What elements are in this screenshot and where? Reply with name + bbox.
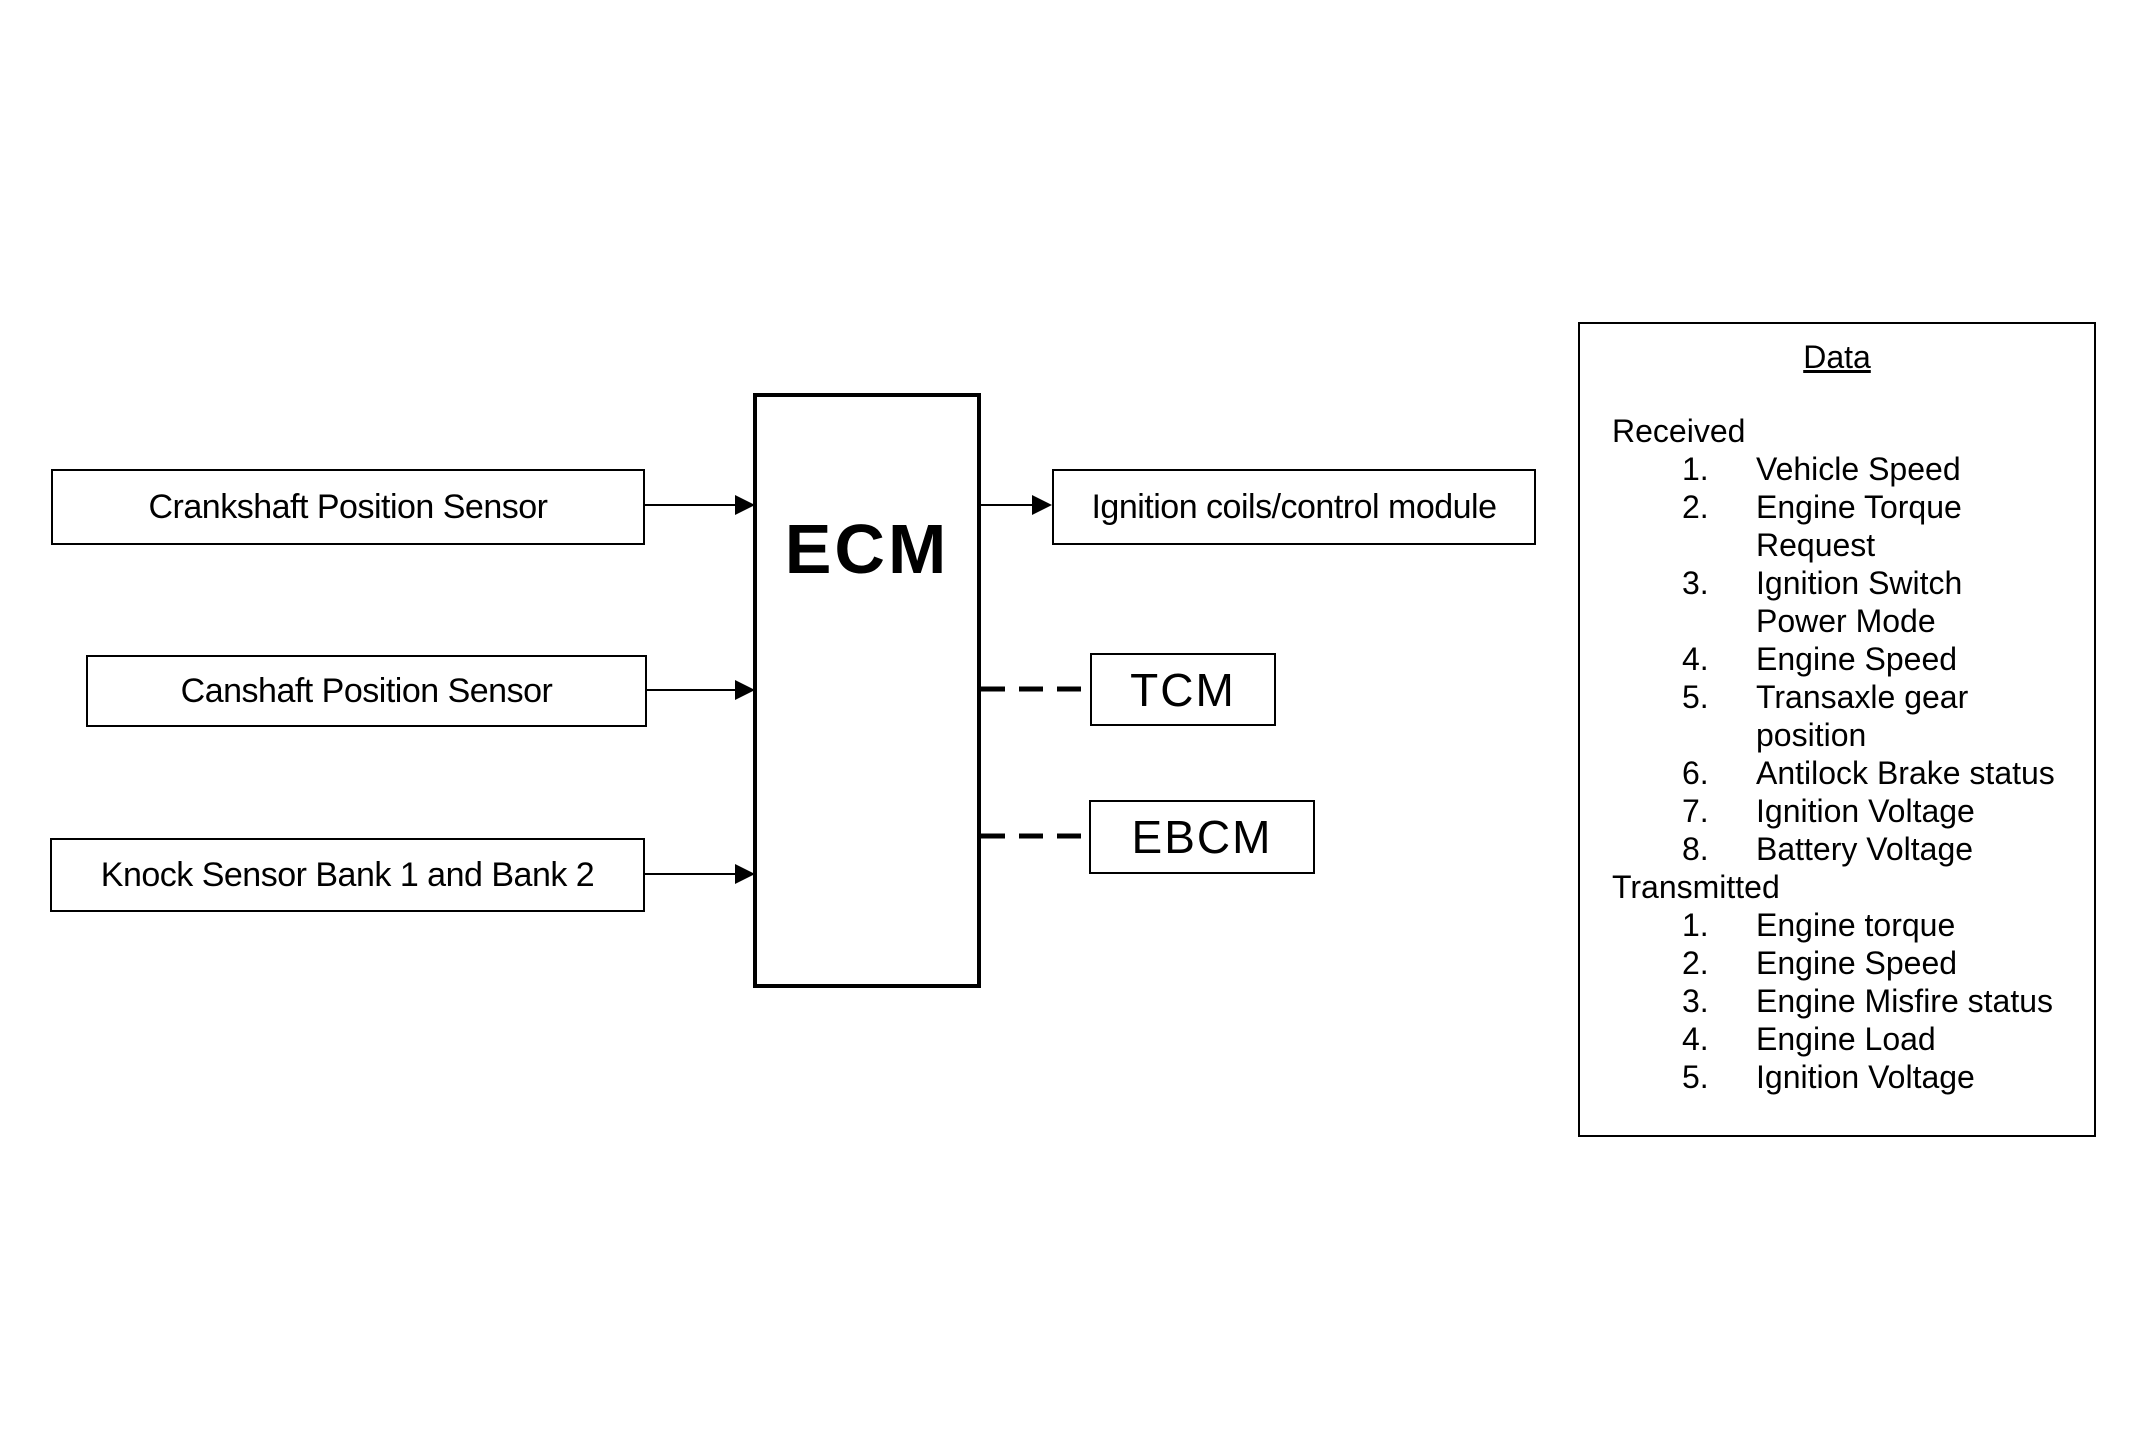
ebcm-label: EBCM bbox=[1131, 811, 1273, 863]
arrow-camshaft-to-ecm bbox=[647, 680, 755, 700]
received-item-number: 7. bbox=[1682, 793, 1709, 829]
received-item-number: 4. bbox=[1682, 641, 1709, 677]
transmitted-heading: Transmitted bbox=[1612, 869, 1780, 905]
transmitted-item-text: Engine Misfire status bbox=[1756, 983, 2054, 1019]
received-item-text: Ignition Switch Power Mode bbox=[1756, 565, 1963, 639]
received-heading: Received bbox=[1612, 413, 1746, 449]
camshaft-sensor-label: Canshaft Position Sensor bbox=[180, 671, 553, 710]
ecm-label: ECM bbox=[784, 510, 950, 588]
received-item-number: 1. bbox=[1682, 451, 1709, 487]
received-item-number: 2. bbox=[1682, 489, 1709, 525]
transmitted-item-number: 4. bbox=[1682, 1021, 1709, 1057]
transmitted-item-text: Engine Load bbox=[1756, 1021, 1936, 1057]
received-item-text: Ignition Voltage bbox=[1756, 793, 1975, 829]
tcm-box: TCM bbox=[1090, 653, 1276, 726]
received-item-text: Antilock Brake status bbox=[1756, 755, 2055, 791]
transmitted-item-text: Engine torque bbox=[1756, 907, 1956, 943]
received-item-number: 5. bbox=[1682, 679, 1709, 715]
received-item-text: Engine Speed bbox=[1756, 641, 1958, 677]
crankshaft-sensor-label: Crankshaft Position Sensor bbox=[148, 487, 548, 526]
ignition-module-box: Ignition coils/control module bbox=[1052, 469, 1536, 545]
received-item-number: 6. bbox=[1682, 755, 1709, 791]
knock-sensor-box: Knock Sensor Bank 1 and Bank 2 bbox=[50, 838, 645, 912]
transmitted-item-text: Engine Speed bbox=[1756, 945, 1958, 981]
tcm-label: TCM bbox=[1130, 663, 1236, 716]
transmitted-item-number: 3. bbox=[1682, 983, 1709, 1019]
transmitted-item-number: 1. bbox=[1682, 907, 1709, 943]
arrow-knock-to-ecm bbox=[645, 864, 755, 884]
ebcm-box: EBCM bbox=[1089, 800, 1315, 874]
camshaft-sensor-box: Canshaft Position Sensor bbox=[86, 655, 647, 727]
crankshaft-sensor-box: Crankshaft Position Sensor bbox=[51, 469, 645, 545]
received-item-text: Vehicle Speed bbox=[1756, 451, 1961, 487]
received-item-text: Transaxle gear position bbox=[1756, 679, 1969, 753]
data-panel-title: Data bbox=[1803, 339, 1871, 375]
transmitted-item-number: 2. bbox=[1682, 945, 1709, 981]
received-item-number: 8. bbox=[1682, 831, 1709, 867]
received-item-number: 3. bbox=[1682, 565, 1709, 601]
arrow-crankshaft-to-ecm bbox=[645, 495, 755, 515]
data-panel: Data Received 1. Vehicle Speed 2. Engine… bbox=[1578, 322, 2096, 1137]
ecm-block: ECM bbox=[753, 393, 981, 988]
transmitted-item-text: Ignition Voltage bbox=[1756, 1059, 1975, 1095]
received-item-text: Battery Voltage bbox=[1756, 831, 1974, 867]
arrow-ecm-to-ignition bbox=[981, 495, 1052, 515]
knock-sensor-label: Knock Sensor Bank 1 and Bank 2 bbox=[100, 855, 595, 894]
received-item-text: Engine Torque Request bbox=[1756, 489, 1962, 563]
ignition-module-label: Ignition coils/control module bbox=[1091, 487, 1497, 526]
transmitted-item-number: 5. bbox=[1682, 1059, 1709, 1095]
